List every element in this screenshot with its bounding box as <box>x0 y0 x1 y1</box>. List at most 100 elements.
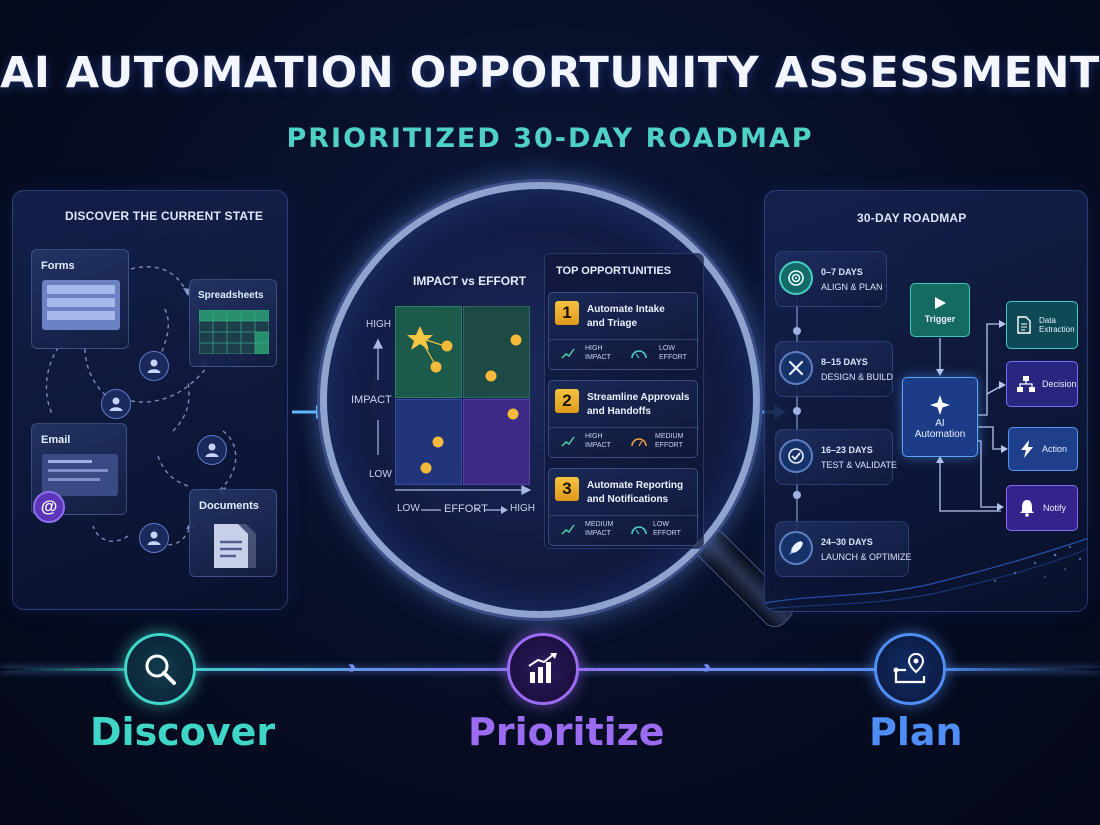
impact-tag: HIGH <box>585 345 603 352</box>
notify-label: Notify <box>1043 503 1067 513</box>
spreadsheets-label: Spreadsheets <box>198 290 264 301</box>
impact-tag: IMPACT <box>585 354 611 361</box>
documents-card[interactable]: Documents <box>189 489 277 577</box>
plan-step-circle[interactable] <box>874 633 946 705</box>
data-extraction-line2: Extraction <box>1039 325 1075 334</box>
phase-days: 8–15 DAYS <box>821 357 868 367</box>
page-title: AI AUTOMATION OPPORTUNITY ASSESSMENT <box>0 48 1100 98</box>
opportunity-card[interactable]: 3 Automate Reporting and Notifications M… <box>548 468 699 546</box>
roadmap-title: 30-DAY ROADMAP <box>857 211 967 225</box>
forms-label: Forms <box>41 260 75 272</box>
gauge-icon <box>631 438 647 447</box>
effort-tag: EFFORT <box>655 442 683 449</box>
impact-tag: MEDIUM <box>585 521 614 528</box>
divider <box>549 427 699 428</box>
phase-label: TEST & VALIDATE <box>821 460 898 470</box>
decision-node[interactable]: Decision <box>1006 361 1078 407</box>
impact-tag: IMPACT <box>585 442 611 449</box>
opportunity-card[interactable]: 1 Automate Intake and Triage HIGH IMPACT… <box>548 292 699 370</box>
impact-arrows <box>373 338 532 495</box>
x-axis-high-label: HIGH <box>510 503 535 514</box>
opportunity-title: and Notifications <box>587 494 669 505</box>
discover-panel-title: DISCOVER THE CURRENT STATE <box>65 209 264 223</box>
rank-badge: 3 <box>555 477 579 501</box>
y-axis-low-label: LOW <box>369 469 392 480</box>
phase-label: LAUNCH & OPTIMIZE <box>821 552 912 562</box>
effort-tag: MEDIUM <box>655 433 684 440</box>
timeline-dot <box>793 327 801 335</box>
opportunities-title: TOP OPPORTUNITIES <box>556 265 672 277</box>
timeline-dot <box>793 491 801 499</box>
trend-up-icon <box>561 348 575 359</box>
prioritize-step-circle[interactable] <box>507 633 579 705</box>
divider <box>549 339 699 340</box>
phase-label: DESIGN & BUILD <box>821 372 894 382</box>
discover-panel: DISCOVER THE CURRENT STATE Forms <box>12 190 288 610</box>
effort-tag: EFFORT <box>653 530 681 537</box>
documents-label: Documents <box>199 500 259 512</box>
check-icon <box>779 439 813 473</box>
bell-icon <box>1020 500 1034 517</box>
effort-tag: LOW <box>653 521 669 528</box>
opportunity-title: and Handoffs <box>587 406 651 417</box>
action-label: Action <box>1042 444 1068 454</box>
plan-step-label: Plan <box>869 710 963 754</box>
forms-card[interactable]: Forms <box>31 249 129 349</box>
opportunity-title: Automate Intake <box>587 304 665 315</box>
impact-tag: IMPACT <box>585 530 611 537</box>
ai-label-line1: AI <box>935 417 945 429</box>
document-icon <box>1017 316 1031 334</box>
effort-arrow-right-icon <box>485 506 508 514</box>
decision-label: Decision <box>1042 379 1077 389</box>
notify-node[interactable]: Notify <box>1006 485 1078 531</box>
action-node[interactable]: Action <box>1008 427 1078 471</box>
rank-badge: 2 <box>555 389 579 413</box>
y-axis-label: IMPACT <box>351 394 392 406</box>
chart-icon <box>528 653 557 683</box>
document-icon <box>214 524 256 568</box>
impact-tag: HIGH <box>585 433 603 440</box>
opportunity-card[interactable]: 2 Streamline Approvals and Handoffs HIGH… <box>548 380 699 458</box>
phase-days: 0–7 DAYS <box>821 267 863 277</box>
email-label: Email <box>41 434 71 446</box>
divider <box>549 515 699 516</box>
flowchart-icon <box>1017 376 1035 392</box>
search-icon <box>145 654 176 685</box>
ai-automation-node[interactable]: AI Automation <box>902 377 978 457</box>
tools-icon <box>779 351 813 385</box>
effort-arrow-icon <box>421 509 479 511</box>
data-extraction-node[interactable]: Data Extraction <box>1006 301 1078 349</box>
x-axis-low-label: LOW <box>397 503 420 514</box>
roadmap-panel: 30-DAY ROADMAP 0–7 DAYS ALIGN & PLAN 8–1… <box>764 190 1088 612</box>
target-icon <box>779 261 813 295</box>
quadrant-high-impact-high-effort <box>463 306 530 398</box>
email-lines-icon <box>42 454 118 496</box>
phase-label: ALIGN & PLAN <box>821 282 883 292</box>
discover-step-label: Discover <box>90 710 276 754</box>
effort-tag: LOW <box>659 345 675 352</box>
sparkle-icon <box>930 394 950 415</box>
particle-wave <box>765 538 1087 610</box>
discover-step-circle[interactable] <box>124 633 196 705</box>
trend-up-icon <box>561 436 575 447</box>
play-icon <box>935 297 946 309</box>
trigger-node[interactable]: Trigger <box>910 283 970 337</box>
y-axis-high-label: HIGH <box>366 319 391 330</box>
page-subtitle: PRIORITIZED 30-DAY ROADMAP <box>286 123 814 154</box>
user-avatar-icon <box>197 435 227 465</box>
timeline-dot <box>793 407 801 415</box>
lightning-icon <box>1021 440 1033 458</box>
opportunity-title: Streamline Approvals <box>587 392 690 403</box>
effort-tag: EFFORT <box>659 354 687 361</box>
spreadsheets-card[interactable]: Spreadsheets <box>189 279 277 367</box>
user-avatar-icon <box>101 389 131 419</box>
opportunity-title: Automate Reporting <box>587 480 684 491</box>
chevron-right-icon: ›› <box>703 657 711 677</box>
rocket-icon <box>779 531 813 565</box>
rank-badge: 1 <box>555 301 579 325</box>
matrix-points <box>407 326 522 474</box>
impact-matrix-title: IMPACT vs EFFORT <box>413 274 527 288</box>
user-avatar-icon <box>139 351 169 381</box>
opportunity-title: and Triage <box>587 318 638 329</box>
spreadsheet-grid-icon <box>199 310 269 354</box>
